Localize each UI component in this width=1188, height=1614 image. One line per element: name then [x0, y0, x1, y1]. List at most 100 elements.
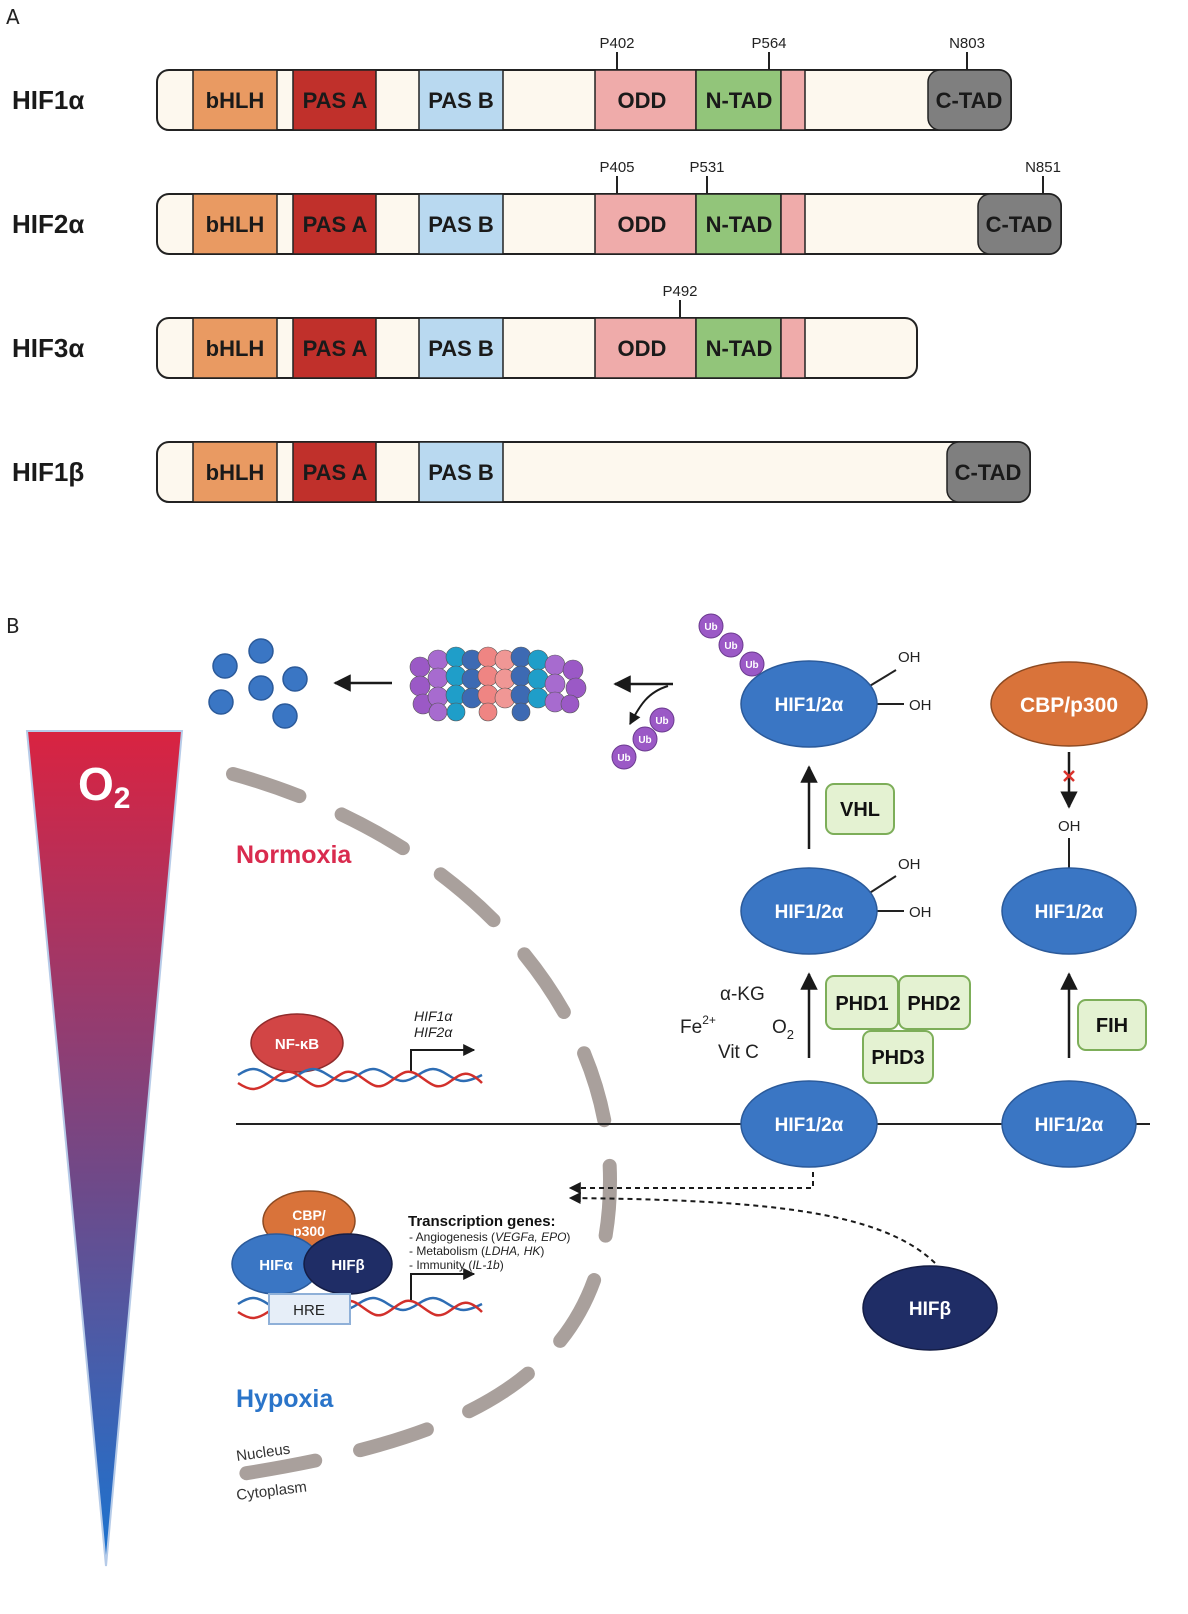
domain-label: ODD	[618, 88, 667, 113]
fih-label: FIH	[1096, 1015, 1128, 1037]
protein-backbone	[156, 441, 1031, 503]
domain-label: PAS B	[428, 88, 494, 113]
domain-label: C-TAD	[955, 460, 1022, 485]
domain-pas-a	[292, 441, 377, 503]
svg-text:OH: OH	[898, 856, 921, 873]
hif-alpha-ubiquitinated: OH OH Ub Ub Ub HIF1/2α	[698, 613, 932, 748]
degraded-peptides	[208, 638, 308, 729]
hif-complex-transcription: CBP/ p300 HIFα HIFβ HRE Transcription ge…	[231, 1190, 570, 1325]
protein-row-hif1b: HIF1β bHLH PAS A PAS B C-TAD	[12, 441, 1031, 503]
nfkb-target-hif2a: HIF2α	[414, 1024, 453, 1040]
domain-bhlh	[192, 317, 278, 379]
protein-name: HIF3α	[12, 333, 84, 363]
site-label: P402	[599, 35, 634, 52]
vitc-label: Vit C	[718, 1042, 759, 1063]
normoxia-label: Normoxia	[236, 841, 352, 869]
domain-pas-a	[292, 69, 377, 131]
hif-alpha-fih-hydroxylated: HIF1/2α	[1001, 867, 1137, 955]
domain-bhlh	[192, 441, 278, 503]
transcription-title: Transcription genes:	[408, 1213, 556, 1230]
protein-row-hif2a: HIF2α bHLH PAS A PAS B ODD N-TAD C-TAD P…	[12, 159, 1062, 255]
site-label: P405	[599, 159, 634, 176]
domain-pas-b	[418, 441, 504, 503]
hre-label: HRE	[293, 1302, 325, 1319]
panel-a-letter: A	[6, 5, 20, 29]
domain-odd-tail	[780, 193, 806, 255]
protein-name: HIF2α	[12, 209, 84, 239]
cytoplasm-label: Cytoplasm	[235, 1478, 307, 1504]
domain-label: PAS A	[303, 336, 368, 361]
domain-odd	[594, 317, 697, 379]
svg-text:HIF1/2α: HIF1/2α	[1035, 1115, 1104, 1136]
domain-c-tad	[946, 441, 1031, 503]
domain-pas-a	[292, 317, 377, 379]
site-label: P531	[689, 159, 724, 176]
proteasome-icon	[409, 646, 587, 722]
protein-row-hif3a: HIF3α bHLH PAS A PAS B ODD N-TAD P492	[12, 283, 918, 379]
hif-alpha-base-right: HIF1/2α	[1001, 1080, 1137, 1168]
cbp-p300-right: CBP/p300	[990, 661, 1148, 747]
hif-beta-small-label: HIFβ	[331, 1257, 364, 1274]
svg-text:OH: OH	[909, 697, 932, 714]
oxygen-gradient-triangle	[25, 730, 184, 1567]
hif-alpha-small-label: HIFα	[259, 1257, 293, 1274]
svg-text:HIF1/2α: HIF1/2α	[775, 1115, 844, 1136]
protein-row-hif1a: HIF1α bHLH PAS A PAS B ODD N-TAD C-TAD P…	[12, 35, 1012, 131]
hre-box	[268, 1293, 351, 1325]
oxygen-gradient: O2	[25, 730, 184, 1567]
svg-text:HIFβ: HIFβ	[909, 1299, 951, 1320]
domain-bhlh	[192, 69, 278, 131]
site-label: N803	[949, 35, 985, 52]
domain-odd-tail	[780, 317, 806, 379]
transcription-immunity: - Immunity (IL-1b)	[409, 1258, 504, 1272]
hre-promoter-arrow	[410, 1268, 476, 1300]
domain-pas-a	[292, 193, 377, 255]
nfkb-target-hif1a: HIF1α	[414, 1008, 453, 1024]
domain-label: PAS B	[428, 460, 494, 485]
svg-text:Ub: Ub	[617, 753, 630, 764]
nfkb-blob	[250, 1013, 344, 1073]
domain-label: PAS A	[303, 212, 368, 237]
domain-label: ODD	[618, 212, 667, 237]
domain-label: PAS A	[303, 88, 368, 113]
nfkb-label: NF-κB	[275, 1036, 319, 1053]
domain-label: N-TAD	[706, 336, 773, 361]
svg-text:Ub: Ub	[704, 622, 717, 633]
fe-label: Fe2+	[680, 1013, 716, 1038]
site-label: P492	[662, 283, 697, 300]
cbp-small-label-1: CBP/	[292, 1207, 326, 1223]
phd3-box	[862, 1030, 934, 1084]
protein-name: HIF1β	[12, 457, 84, 487]
svg-text:CBP/p300: CBP/p300	[1020, 694, 1118, 717]
cbp-small-label-2: p300	[293, 1223, 325, 1239]
svg-text:OH: OH	[909, 904, 932, 921]
o2-label: O2	[772, 1017, 794, 1042]
domain-bhlh	[192, 193, 278, 255]
domain-label: bHLH	[206, 212, 265, 237]
released-ub-chain: Ub Ub Ub	[611, 707, 675, 770]
domain-label: bHLH	[206, 460, 265, 485]
domain-n-tad	[695, 317, 782, 379]
protein-name: HIF1α	[12, 85, 84, 115]
svg-text:HIF1/2α: HIF1/2α	[1035, 902, 1104, 923]
domain-odd	[594, 193, 697, 255]
domain-c-tad	[977, 193, 1062, 255]
cofactors: α-KG Fe2+ O2 Vit C	[680, 984, 794, 1063]
hif-alpha-base-left: HIF1/2α	[740, 1080, 878, 1168]
domain-label: bHLH	[206, 336, 265, 361]
domain-label: C-TAD	[986, 212, 1053, 237]
domain-label: bHLH	[206, 88, 265, 113]
svg-text:HIF1/2α: HIF1/2α	[775, 695, 844, 716]
domain-n-tad	[695, 193, 782, 255]
blocked-cross-icon	[1063, 770, 1075, 782]
domain-pas-b	[418, 69, 504, 131]
akg-label: α-KG	[720, 984, 765, 1005]
domain-label: PAS A	[303, 460, 368, 485]
nuclear-membrane	[226, 767, 618, 1482]
vhl-label: VHL	[840, 799, 880, 821]
svg-text:HIF1/2α: HIF1/2α	[775, 902, 844, 923]
domain-n-tad	[695, 69, 782, 131]
panel-b-letter: B	[6, 614, 20, 638]
oh-right-label: OH	[1058, 818, 1081, 835]
